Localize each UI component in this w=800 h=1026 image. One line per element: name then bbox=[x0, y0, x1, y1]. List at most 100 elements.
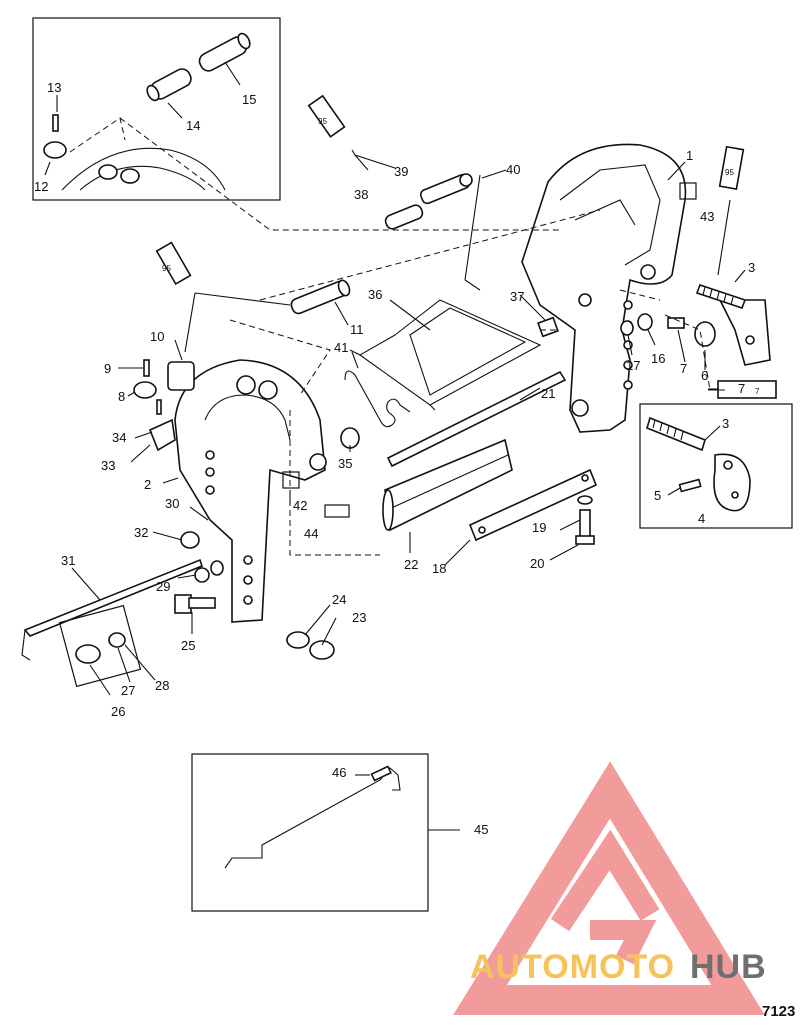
label-26: 26 bbox=[111, 704, 125, 719]
label-33: 33 bbox=[101, 458, 115, 473]
pin-13 bbox=[52, 114, 59, 132]
label-18: 18 bbox=[432, 561, 446, 576]
swivel-bracket-2 bbox=[174, 359, 327, 623]
label-42: 42 bbox=[293, 498, 307, 513]
spring-frame-36 bbox=[349, 299, 542, 411]
label-27: 27 bbox=[121, 683, 135, 698]
grommet-32 bbox=[180, 531, 200, 549]
inset-pins-box bbox=[32, 17, 281, 201]
square-43 bbox=[679, 182, 697, 200]
label-30: 30 bbox=[165, 496, 179, 511]
pin-39 bbox=[419, 173, 473, 205]
bolt-20 bbox=[575, 509, 595, 545]
nut-23 bbox=[309, 640, 335, 660]
label-5: 5 bbox=[654, 488, 661, 503]
label-20: 20 bbox=[530, 556, 544, 571]
label-19: 19 bbox=[532, 520, 546, 535]
bushing-15 bbox=[198, 32, 251, 72]
label-14: 14 bbox=[186, 118, 200, 133]
svg-text:95: 95 bbox=[162, 264, 171, 273]
washer-24 bbox=[286, 631, 310, 649]
pin-34 bbox=[156, 399, 162, 415]
washer-19 bbox=[577, 495, 593, 505]
label-15: 15 bbox=[242, 92, 256, 107]
label-7b: 7 bbox=[738, 381, 745, 396]
label-25: 25 bbox=[181, 638, 195, 653]
nut-29 bbox=[194, 567, 210, 583]
label-12: 12 bbox=[34, 179, 48, 194]
label-35: 35 bbox=[338, 456, 352, 471]
cap-8 bbox=[133, 381, 157, 399]
callout-leaders bbox=[71, 161, 746, 696]
label-43: 43 bbox=[700, 209, 714, 224]
lever-6 bbox=[718, 299, 771, 366]
label-3b: 3 bbox=[722, 416, 729, 431]
spring-pin-3 bbox=[695, 283, 747, 310]
label-34: 34 bbox=[112, 430, 126, 445]
pin-38 bbox=[384, 204, 424, 230]
label-39: 39 bbox=[394, 164, 408, 179]
label-13: 13 bbox=[47, 80, 61, 95]
label-24: 24 bbox=[332, 592, 346, 607]
label-2: 2 bbox=[144, 477, 151, 492]
label-9: 9 bbox=[104, 361, 111, 376]
washer-30 bbox=[210, 560, 224, 576]
label-11: 11 bbox=[350, 322, 364, 337]
link-40 bbox=[464, 174, 481, 291]
figure-number: 7123 bbox=[762, 1003, 795, 1020]
label-41: 41 bbox=[334, 340, 348, 355]
grease-tube-95-top: 95 bbox=[307, 94, 396, 171]
washer-17 bbox=[620, 320, 634, 336]
label-32: 32 bbox=[134, 525, 148, 540]
label-8: 8 bbox=[118, 389, 125, 404]
label-4: 4 bbox=[698, 511, 705, 526]
grease-tube-95-left: 95 bbox=[155, 241, 291, 353]
label-17: 17 bbox=[626, 358, 640, 373]
label-22: 22 bbox=[404, 557, 418, 572]
label-7: 7 bbox=[680, 361, 687, 376]
bushing-14 bbox=[146, 68, 192, 102]
label-46: 46 bbox=[332, 765, 346, 780]
svg-text:7: 7 bbox=[755, 387, 760, 396]
label-10: 10 bbox=[150, 329, 164, 344]
label-37: 37 bbox=[510, 289, 524, 304]
watermark-brand-part2: HUB bbox=[690, 948, 767, 986]
spring-41 bbox=[344, 370, 411, 428]
label-29: 29 bbox=[156, 579, 170, 594]
square-44 bbox=[324, 504, 350, 518]
bushing-10 bbox=[167, 361, 195, 391]
svg-text:95: 95 bbox=[725, 168, 734, 177]
pin-11 bbox=[290, 279, 351, 315]
watermark-brand-part1: AUTOMOTO bbox=[470, 948, 675, 986]
nut-37 bbox=[537, 316, 559, 338]
grease-tube-7: 7 bbox=[708, 380, 777, 399]
label-40: 40 bbox=[506, 162, 520, 177]
inset-45-box bbox=[191, 753, 460, 912]
label-1: 1 bbox=[686, 148, 693, 163]
label-44: 44 bbox=[304, 526, 318, 541]
inset-26-box bbox=[58, 604, 142, 688]
pin-9 bbox=[143, 359, 150, 377]
callout-labels: 1 2 3 3 4 5 6 7 7 8 9 10 11 12 13 14 15 … bbox=[34, 80, 755, 837]
label-6: 6 bbox=[701, 368, 708, 383]
inset-lever-box bbox=[639, 403, 793, 529]
watermark-logo bbox=[453, 761, 765, 1015]
label-36: 36 bbox=[368, 287, 382, 302]
label-45: 45 bbox=[474, 822, 488, 837]
bar-18 bbox=[468, 468, 598, 542]
tube-22 bbox=[382, 438, 513, 532]
bolt-25 bbox=[174, 594, 216, 614]
rod-31 bbox=[23, 558, 203, 637]
label-16: 16 bbox=[651, 351, 665, 366]
rod-21 bbox=[386, 370, 567, 468]
grease-tube-95-right: 95 bbox=[717, 145, 745, 276]
screw-7 bbox=[667, 317, 716, 347]
label-28: 28 bbox=[155, 678, 169, 693]
label-38: 38 bbox=[354, 187, 368, 202]
square-42 bbox=[282, 471, 300, 489]
svg-text:95: 95 bbox=[318, 117, 327, 126]
cap-12 bbox=[43, 141, 67, 159]
nut-16 bbox=[637, 313, 653, 331]
label-21: 21 bbox=[541, 386, 555, 401]
